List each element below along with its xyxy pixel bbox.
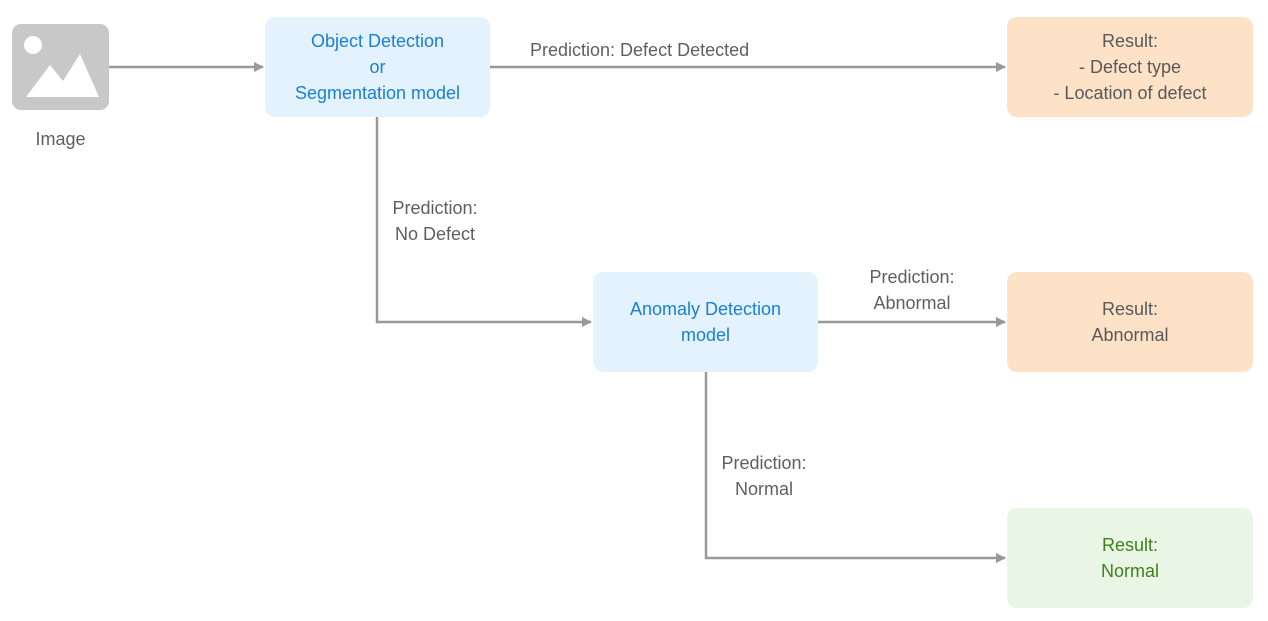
- edge-label-line: Prediction: Defect Detected: [530, 40, 750, 60]
- edge-label-line: Prediction:: [721, 453, 807, 473]
- node-line: model: [680, 325, 730, 345]
- node-line: Result:: [1101, 31, 1158, 51]
- node-line: - Defect type: [1078, 57, 1182, 77]
- node-line: Result:: [1101, 535, 1158, 555]
- abnormal-label: Prediction: Abnormal: [862, 264, 962, 316]
- edge-anomaly-to-normal-result: [704, 372, 1006, 563]
- edge-detector-to-anomaly: [375, 117, 592, 327]
- edge-label-line: Prediction:: [869, 267, 955, 287]
- normal-result-node: Result: Normal: [1007, 508, 1253, 608]
- edge-label-line: Abnormal: [873, 293, 951, 313]
- edge-label-line: No Defect: [394, 224, 476, 244]
- defect-detected-label: Prediction: Defect Detected: [530, 37, 749, 63]
- node-line: Object Detection: [310, 31, 445, 51]
- node-line: Result:: [1101, 299, 1158, 319]
- node-line: Segmentation model: [294, 83, 461, 103]
- node-line: Abnormal: [1091, 325, 1169, 345]
- node-line: - Location of defect: [1053, 83, 1207, 103]
- node-line: Normal: [1100, 561, 1159, 581]
- normal-label: Prediction: Normal: [714, 450, 814, 502]
- no-defect-label: Prediction: No Defect: [385, 195, 485, 247]
- object-detection-node: Object Detection or Segmentation model: [265, 17, 490, 117]
- defect-result-node: Result: - Defect type - Location of defe…: [1007, 17, 1253, 117]
- node-line: Anomaly Detection: [629, 299, 782, 319]
- edge-label-line: Prediction:: [392, 198, 478, 218]
- anomaly-detection-node: Anomaly Detection model: [593, 272, 818, 372]
- edge-label-line: Normal: [734, 479, 793, 499]
- node-line: or: [369, 57, 386, 77]
- image-label: Image: [35, 129, 86, 149]
- abnormal-result-node: Result: Abnormal: [1007, 272, 1253, 372]
- image-icon: [12, 24, 109, 110]
